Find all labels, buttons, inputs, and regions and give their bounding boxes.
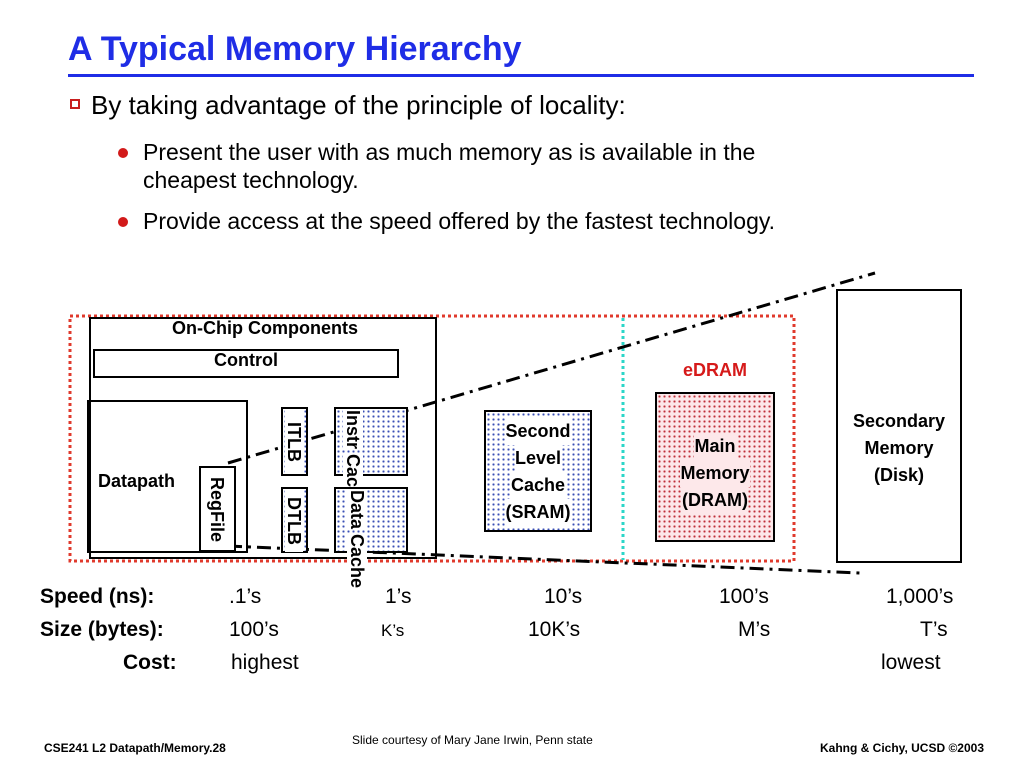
data-cache-label: Data Cache bbox=[347, 490, 367, 589]
onchip-label: On-Chip Components bbox=[172, 318, 358, 338]
slc-line1: Second bbox=[505, 418, 571, 445]
dtlb-label: DTLB bbox=[284, 490, 304, 552]
datapath-box bbox=[87, 400, 248, 553]
lower-dashdot-line bbox=[227, 544, 861, 575]
main-memory-label: Main Memory (DRAM) bbox=[657, 433, 773, 514]
sm-line3: (Disk) bbox=[873, 465, 924, 485]
data-cache-line2: Cache bbox=[347, 534, 367, 589]
round-bullet-icon bbox=[118, 217, 128, 227]
itlb-label: ITLB bbox=[284, 410, 304, 474]
speed-value: 100’s bbox=[719, 585, 769, 608]
mm-line1: Main bbox=[694, 433, 736, 460]
slc-line4: (SRAM) bbox=[505, 499, 571, 526]
speed-value: .1’s bbox=[229, 585, 262, 608]
slc-line2: Level bbox=[514, 445, 562, 472]
sub-bullet-1-line2: cheapest technology. bbox=[143, 167, 359, 193]
mm-line3: (DRAM) bbox=[682, 487, 748, 514]
edram-label: eDRAM bbox=[682, 360, 747, 380]
sm-line2: Memory bbox=[864, 438, 934, 458]
main-memory-box bbox=[655, 392, 775, 542]
round-bullet-icon bbox=[118, 148, 128, 158]
footer-right: Kahng & Cichy, UCSD ©2003 bbox=[820, 741, 984, 755]
cost-label: Cost: bbox=[123, 651, 177, 674]
secondary-memory-label: Secondary Memory (Disk) bbox=[836, 408, 962, 489]
sub-bullet-2: Provide access at the speed offered by t… bbox=[143, 208, 776, 234]
cost-lowest: lowest bbox=[881, 651, 941, 674]
data-cache-box bbox=[334, 487, 408, 553]
size-label: Size (bytes): bbox=[40, 618, 164, 641]
size-value: T’s bbox=[920, 618, 948, 641]
speed-value: 1,000’s bbox=[886, 585, 954, 608]
regfile-box bbox=[199, 466, 236, 552]
title-underline bbox=[68, 74, 974, 77]
cost-highest: highest bbox=[231, 651, 299, 674]
control-label: Control bbox=[214, 350, 278, 370]
size-value: M’s bbox=[738, 618, 771, 641]
upper-dashdot-line bbox=[227, 271, 876, 465]
size-value: 100’s bbox=[229, 618, 279, 641]
square-bullet-icon bbox=[70, 99, 80, 109]
size-value: 10K’s bbox=[528, 618, 581, 641]
regfile-label: RegFile bbox=[207, 477, 227, 543]
footer-left: CSE241 L2 Datapath/Memory.28 bbox=[44, 741, 226, 755]
speed-value: 1’s bbox=[385, 585, 412, 608]
onchip-components-box bbox=[89, 317, 437, 559]
control-box bbox=[93, 349, 399, 378]
data-cache-line1: Data bbox=[347, 490, 367, 530]
main-bullet: By taking advantage of the principle of … bbox=[91, 90, 626, 120]
slide-title: A Typical Memory Hierarchy bbox=[68, 30, 522, 68]
sm-line1: Secondary bbox=[852, 411, 946, 431]
datapath-label: Datapath bbox=[98, 471, 176, 491]
mm-line2: Memory bbox=[680, 460, 750, 487]
sub-bullet-1: Present the user with as much memory as … bbox=[143, 138, 755, 194]
instr-cache-line1: Instr bbox=[343, 410, 363, 450]
secondary-memory-box bbox=[836, 289, 962, 563]
sub-bullet-1-line1: Present the user with as much memory as … bbox=[143, 139, 756, 165]
second-level-cache-label: Second Level Cache (SRAM) bbox=[486, 418, 590, 526]
red-dotted-frame bbox=[68, 314, 796, 563]
footer-center: Slide courtesy of Mary Jane Irwin, Penn … bbox=[352, 733, 593, 747]
speed-value: 10’s bbox=[544, 585, 583, 608]
instr-cache-label: Instr Cache bbox=[343, 410, 363, 509]
size-value: K’s bbox=[381, 621, 405, 640]
speed-label: Speed (ns): bbox=[40, 585, 155, 608]
slc-line3: Cache bbox=[510, 472, 566, 499]
